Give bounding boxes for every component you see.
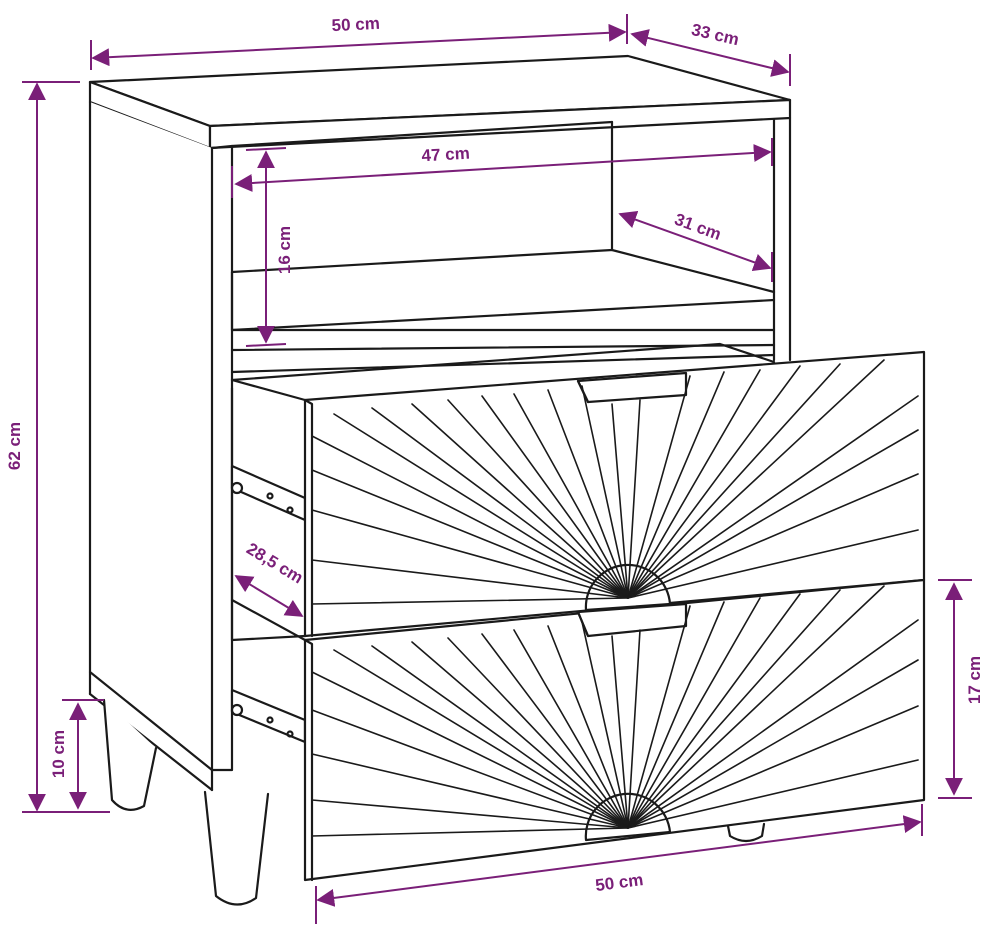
top-width-label: 50 cm (331, 14, 380, 35)
shelf-height-label: 16 cm (275, 226, 294, 274)
top-width-line (91, 23, 627, 67)
shelf-width-label: 47 cm (421, 144, 470, 166)
shelf-depth-label: 31 cm (672, 210, 724, 244)
shelf-depth-line (618, 211, 772, 271)
upper-drawer-sunburst (311, 359, 919, 605)
dimension-lines (22, 14, 972, 924)
drawer-depth-label: 28,5 cm (243, 539, 306, 587)
cabinet-left-side (88, 100, 234, 792)
bottom-width-label: 50 cm (594, 870, 644, 895)
cabinet-top (88, 54, 792, 150)
shelf-interior (230, 120, 776, 374)
cabinet-right-side (772, 116, 792, 362)
total-height-label: 62 cm (5, 422, 24, 470)
nightstand-drawing (88, 54, 926, 906)
bottom-width-line (316, 815, 922, 907)
lower-drawer-sunburst (311, 585, 919, 837)
drawer-height-label: 17 cm (965, 656, 984, 704)
drawer-depth-line (234, 575, 304, 617)
leg-height-label: 10 cm (49, 730, 68, 778)
top-depth-line (630, 29, 790, 77)
top-depth-label: 33 cm (690, 20, 741, 49)
shelf-width-line (234, 143, 772, 193)
